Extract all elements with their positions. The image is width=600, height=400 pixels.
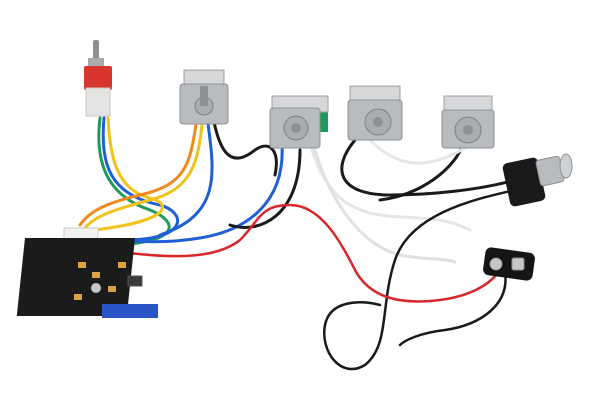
wire-blue-pot [158,122,214,237]
wire-black-pot1 [212,120,278,177]
wire-black-to-jack [340,138,517,197]
wire-white-1 [310,148,472,232]
chip [127,275,143,287]
toggle-lever [93,40,99,62]
battery-snap-body [483,247,535,281]
capacitor [108,286,116,292]
battery-terminal [511,257,525,271]
potentiometer-4 [441,95,495,149]
toggle-body [84,66,112,90]
board-pcb [16,238,135,316]
capacitor [74,294,82,300]
toggle-nut [88,58,104,68]
pot-shaft [463,125,473,135]
wire-blue-long [118,143,284,244]
potentiometer-1 [179,69,229,125]
pot-shaft [200,86,208,106]
wire-white-2 [368,138,472,165]
wire-black-loop [228,148,302,229]
potentiometer-2 [269,95,329,149]
output-jack [502,153,573,207]
wire-orange [78,122,198,227]
battery-snap [483,247,535,281]
jack-body [502,157,546,207]
wire-yellow [93,116,164,232]
wire-black-battery [398,270,507,347]
battery-terminal [489,257,503,271]
preamp-circuit-board [16,227,158,318]
toggle-base [85,87,111,117]
capacitor [118,262,126,268]
potentiometer-3 [347,85,403,141]
wire-white-3 [313,148,457,264]
pot-shaft [291,123,301,133]
pot-shaft [373,117,383,127]
wire-black-bottom-loop [322,188,517,371]
wire-yellow-pot [83,122,204,230]
capacitor [78,262,86,268]
jack-opening [559,153,573,179]
board-blue-module [102,304,158,318]
trimmer [91,283,101,293]
wire-red [118,203,502,303]
wires [76,116,517,371]
capacitor [92,272,100,278]
toggle-switch [84,40,112,117]
